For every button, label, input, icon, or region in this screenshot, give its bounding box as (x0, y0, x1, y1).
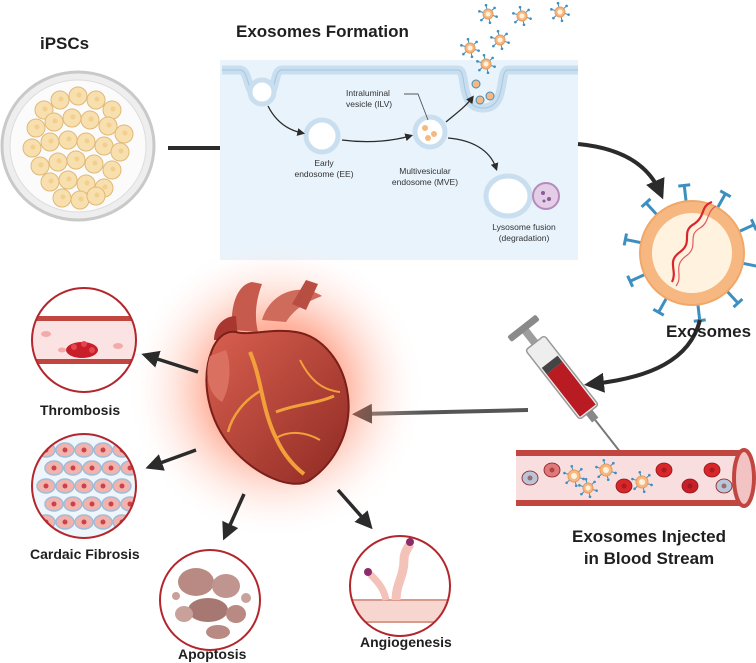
cardiac-fibrosis-label: Cardaic Fibrosis (30, 546, 140, 562)
mve-label: Multivesicular endosome (MVE) (391, 166, 459, 187)
heart-illustration (126, 240, 426, 540)
angiogenesis-label: Angiogenesis (360, 634, 452, 650)
arrow-heart-to-angiogenesis (336, 488, 373, 530)
arrow-heart-to-fibrosis (145, 448, 197, 471)
exosome-illustration (622, 183, 756, 323)
multivesicular-endosome (412, 114, 448, 150)
early-endosome-label: Early endosome (EE) (294, 158, 354, 179)
ipscs-label: iPSCs (40, 34, 90, 53)
early-endosome (303, 117, 341, 155)
thrombosis-illustration (31, 287, 137, 393)
released-exosomes (460, 1, 570, 75)
ipsc-cells (22, 86, 134, 210)
thrombosis-label: Thrombosis (40, 402, 121, 418)
exosomes-formation-title: Exosomes Formation (236, 22, 409, 41)
exosomes-label: Exosomes (666, 322, 752, 341)
blood-vessel (516, 448, 756, 508)
syringe (507, 315, 622, 454)
arrow-exosome-to-syringe (584, 319, 702, 393)
endocytic-bud (247, 77, 277, 107)
arrow-heart-to-thrombosis (141, 350, 199, 374)
arrow-formation-to-exosome (577, 142, 665, 200)
lysosome-label: Lysosome fusion (degradation) (492, 222, 556, 243)
lysosome (483, 173, 560, 219)
rna-strand (670, 200, 713, 283)
apoptosis-illustration (159, 549, 261, 651)
ilv-label: Intraluminal vesicle (ILV) (346, 88, 393, 109)
angiogenesis-illustration (349, 535, 451, 637)
apoptosis-label: Apoptosis (178, 646, 247, 662)
arrow-heart-to-apoptosis (222, 493, 246, 541)
formation-panel (220, 60, 578, 260)
cardiac-fibrosis-illustration (31, 433, 137, 539)
ipsc-petri-dish (0, 70, 156, 222)
injected-label: Exosomes Injected in Blood Stream (571, 527, 726, 568)
